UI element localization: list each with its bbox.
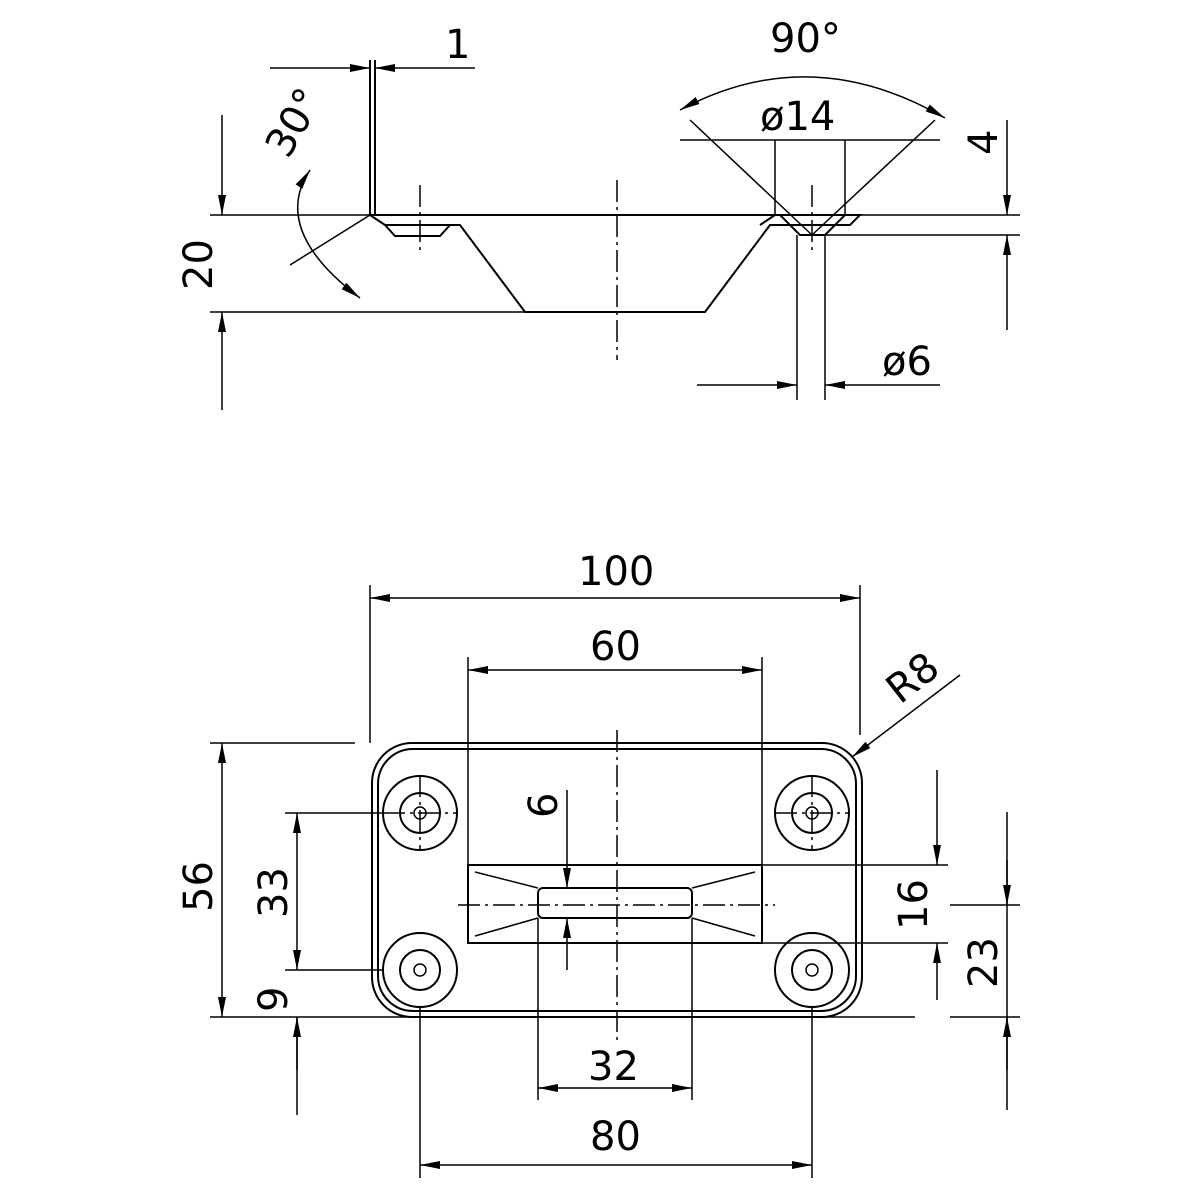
dim-hole-spacing-h: 80 [590, 1114, 641, 1160]
mounting-holes [382, 775, 850, 1008]
dim-slot-width: 32 [588, 1044, 639, 1090]
dim-wall-angle: 30° [257, 81, 332, 165]
dim-countersink-depth: 4 [961, 130, 1007, 155]
dim-thickness: 1 [445, 22, 470, 68]
left-countersink [384, 224, 451, 237]
dim-height: 56 [176, 861, 222, 912]
recess [467, 864, 763, 944]
top-view: 100 60 R8 56 33 9 6 16 23 32 80 [176, 549, 1020, 1178]
dim-hole-dia: ø6 [882, 339, 932, 385]
part-profile [369, 60, 863, 313]
dim-countersink-dia: ø14 [760, 94, 835, 140]
dim-slot-height: 6 [521, 793, 567, 818]
slot [537, 887, 693, 919]
dim-hole-edge: 9 [251, 987, 297, 1012]
dim-height-side: 20 [176, 239, 222, 290]
dim-hole-spacing-v: 33 [251, 867, 297, 918]
dim-corner-radius: R8 [878, 644, 948, 713]
dim-recess-width: 60 [590, 624, 641, 670]
dim-width: 100 [578, 549, 654, 595]
side-view: 1 20 30° 90° ø14 4 ø6 [176, 16, 1020, 410]
dim-countersink-angle: 90° [770, 16, 841, 62]
dim-recess-offset: 23 [961, 937, 1007, 988]
dim-recess-height: 16 [891, 879, 937, 930]
